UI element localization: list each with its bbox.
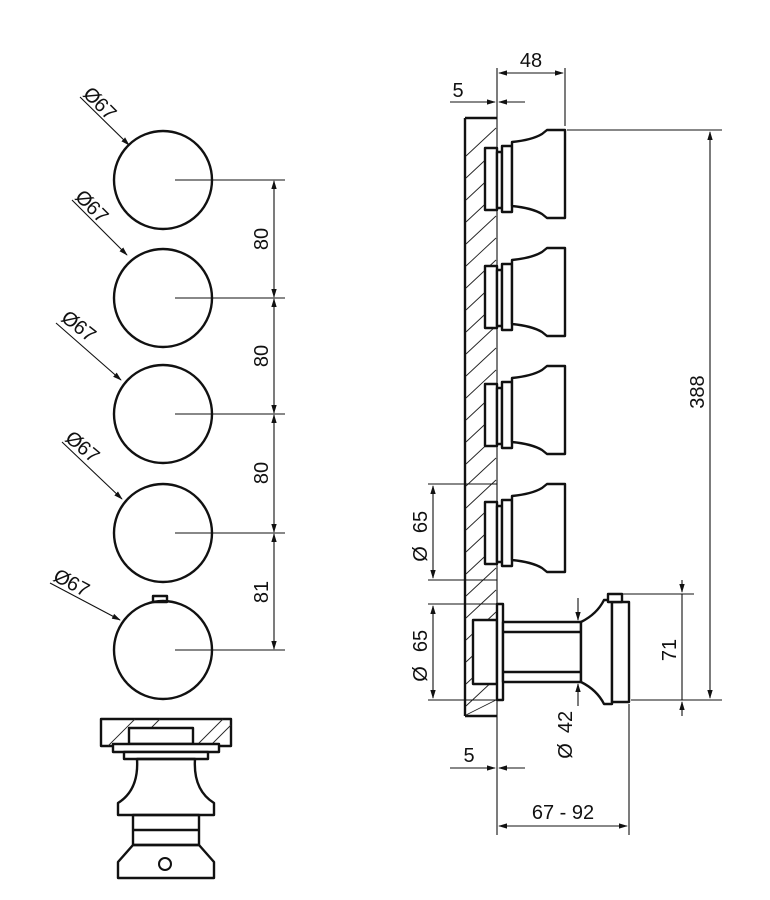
spacing-label-4: 81 [251,581,273,603]
body-dia-label: 42 [555,711,577,733]
hatch-line [465,325,497,355]
valve-handle-2 [483,246,567,338]
top-dimensions: 48 5 [450,50,566,126]
valve-handle-4 [483,482,567,574]
dia-symbol: Ø [410,546,432,562]
spacing-label-1: 80 [251,228,273,250]
hatch-line [465,369,497,399]
valve-handle-1 [483,128,567,220]
rosette-dia-lower-label: 65 [410,630,432,652]
spacing-label-2: 80 [251,345,273,367]
hatch-line [465,347,497,377]
dia-symbol: Ø [410,666,432,682]
hatch-line [465,215,497,245]
side-view: 48 5 388 Ø 65 Ø 65 [410,50,722,835]
bottom-detail-view [99,717,233,880]
hatch-line [465,127,497,157]
body-diameter-dimension: 42 Ø [555,598,581,759]
hatch-line [465,479,497,509]
mounting-sleeve [127,726,195,746]
spacing-label-3: 80 [251,462,273,484]
rosette-dia-upper-label: 65 [410,511,432,533]
spacing-dimension-chain: 80 80 80 81 [251,180,277,650]
wall-offset-top-label: 5 [452,80,463,102]
hatch-line [465,699,497,716]
front-diameter-leaders [49,96,130,621]
hatch-line [465,567,497,597]
centre-lines [175,179,285,651]
valve-handle-3 [483,364,567,456]
handle-base [116,843,216,880]
dia-symbol: Ø [555,743,577,759]
hatch-line [465,237,497,267]
projection-top-label: 48 [520,50,542,72]
spout-height-dimension: 71 [622,580,694,716]
spout-body [471,592,631,706]
front-view: 80 80 80 81 Ø 67 Ø 67 Ø 67 [49,83,285,701]
spout-cap [151,594,169,604]
front-diameter-labels: Ø 67 Ø 67 Ø 67 Ø 67 Ø 67 [50,83,121,602]
total-height-dimension: 388 [567,129,722,701]
hatch-line [465,259,497,289]
rosette-diameter-upper: Ø 65 [410,483,497,581]
set-screw-icon [158,857,172,871]
projection-range-label: 67 - 92 [532,802,594,824]
bottom-dimensions: 5 67 - 92 [450,704,630,835]
total-height-label: 388 [687,375,709,408]
hatch-line [465,457,497,487]
rosette-diameter-lower: Ø 65 [410,603,497,701]
handle-profile [116,757,216,817]
spout-height-label: 71 [659,639,681,661]
wall-offset-bottom-label: 5 [463,745,474,767]
